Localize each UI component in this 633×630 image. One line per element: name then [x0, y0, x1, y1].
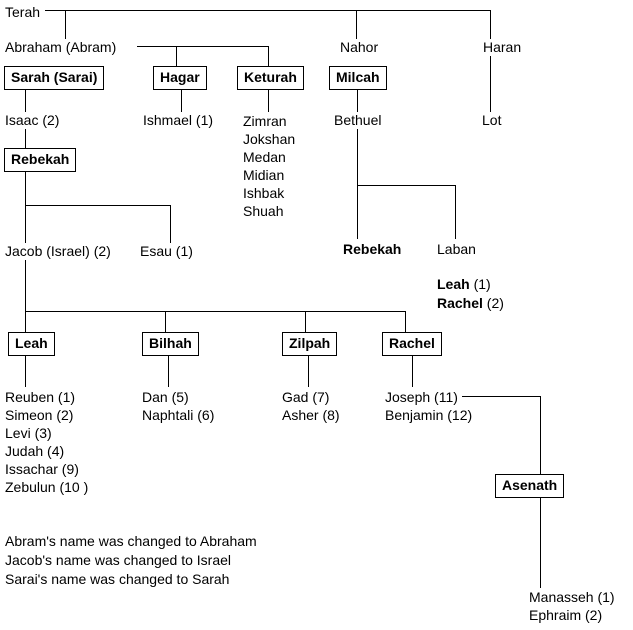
connector-line	[308, 356, 309, 387]
person-asenath-box: Asenath	[495, 474, 565, 498]
laban-children-list: Leah (1) Rachel (2)	[437, 275, 504, 313]
connector-line	[268, 47, 269, 66]
connector-line	[25, 129, 26, 148]
rachel-name: Rachel	[437, 295, 483, 311]
person-asher: Asher (8)	[282, 407, 340, 423]
person-rachel-daughter: Rachel (2)	[437, 294, 504, 313]
connector-line	[165, 311, 166, 332]
person-gad: Gad (7)	[282, 389, 330, 405]
person-benjamin: Benjamin (12)	[385, 407, 473, 423]
person-ephraim: Ephraim (2)	[529, 607, 603, 623]
connector-line	[357, 129, 358, 239]
person-reuben: Reuben (1)	[5, 389, 76, 405]
connector-line	[268, 90, 269, 112]
connector-line	[462, 396, 541, 397]
note-sarai: Sarai's name was changed to Sarah	[5, 571, 230, 587]
person-keturah-box: Keturah	[237, 66, 304, 90]
connector-line	[25, 90, 26, 112]
connector-line	[356, 10, 357, 39]
person-shuah: Shuah	[243, 203, 284, 219]
connector-line	[181, 90, 182, 112]
person-medan: Medan	[243, 149, 286, 165]
connector-line	[357, 90, 358, 112]
rachel-children-list: Joseph (11) Benjamin (12)	[385, 388, 472, 424]
person-abraham: Abraham (Abram)	[5, 39, 117, 55]
person-lot: Lot	[482, 112, 502, 128]
leah-name: Leah	[437, 276, 470, 292]
person-sarah-box: Sarah (Sarai)	[4, 66, 105, 90]
zilpah-children-list: Gad (7) Asher (8)	[282, 388, 340, 424]
leah-children-list: Reuben (1) Simeon (2) Levi (3) Judah (4)…	[5, 388, 88, 496]
person-joseph: Joseph (11)	[385, 389, 458, 405]
person-jacob: Jacob (Israel) (2)	[5, 243, 111, 259]
person-zebulun: Zebulun (10 )	[5, 479, 89, 495]
person-nahor: Nahor	[340, 39, 379, 55]
connector-line	[357, 185, 455, 186]
connector-line	[65, 10, 66, 39]
person-isaac: Isaac (2)	[5, 112, 60, 128]
connector-line	[25, 260, 26, 311]
connector-line	[25, 356, 26, 387]
connector-line	[540, 396, 541, 474]
person-milcah-box: Milcah	[329, 66, 387, 90]
joseph-children-list: Manasseh (1) Ephraim (2)	[529, 588, 615, 624]
bilhah-children-list: Dan (5) Naphtali (6)	[142, 388, 214, 424]
person-zilpah-box: Zilpah	[282, 332, 338, 356]
name-change-notes: Abram's name was changed to Abraham Jaco…	[5, 532, 257, 589]
connector-line	[25, 311, 26, 332]
person-naphtali: Naphtali (6)	[142, 407, 215, 423]
person-simeon: Simeon (2)	[5, 407, 74, 423]
person-zimran: Zimran	[243, 113, 287, 129]
person-manasseh: Manasseh (1)	[529, 589, 615, 605]
person-bethuel: Bethuel	[334, 112, 382, 128]
connector-line	[455, 185, 456, 239]
connector-line	[405, 311, 406, 332]
person-rebekah-daughter: Rebekah	[343, 241, 402, 257]
connector-line	[45, 10, 491, 11]
person-ishbak: Ishbak	[243, 185, 285, 201]
person-dan: Dan (5)	[142, 389, 189, 405]
connector-line	[540, 498, 541, 588]
person-laban: Laban	[437, 241, 476, 257]
person-leah-box: Leah	[8, 332, 55, 356]
person-midian: Midian	[243, 167, 285, 183]
person-haran: Haran	[483, 39, 522, 55]
keturah-children-list: Zimran Jokshan Medan Midian Ishbak Shuah	[243, 112, 295, 220]
connector-line	[25, 311, 406, 312]
person-hagar-box: Hagar	[153, 66, 207, 90]
connector-line	[176, 47, 177, 66]
person-leah-daughter: Leah (1)	[437, 275, 504, 294]
connector-line	[25, 172, 26, 243]
person-rachel-box: Rachel	[382, 332, 442, 356]
person-judah: Judah (4)	[5, 443, 65, 459]
person-jokshan: Jokshan	[243, 131, 296, 147]
connector-line	[412, 356, 413, 387]
connector-line	[25, 205, 171, 206]
person-bilhah-box: Bilhah	[142, 332, 199, 356]
person-terah: Terah	[5, 4, 41, 20]
note-jacob: Jacob's name was changed to Israel	[5, 552, 232, 568]
connector-line	[490, 10, 491, 39]
person-rebekah-box: Rebekah	[4, 148, 77, 172]
connector-line	[490, 56, 491, 112]
connector-line	[305, 311, 306, 332]
note-abram: Abram's name was changed to Abraham	[5, 533, 257, 549]
leah-order: (1)	[469, 276, 491, 292]
person-esau: Esau (1)	[140, 243, 193, 259]
connector-line	[170, 205, 171, 243]
person-ishmael: Ishmael (1)	[143, 112, 214, 128]
person-levi: Levi (3)	[5, 425, 52, 441]
rachel-order: (2)	[482, 295, 504, 311]
connector-line	[168, 356, 169, 387]
connector-line	[137, 46, 269, 47]
person-issachar: Issachar (9)	[5, 461, 79, 477]
